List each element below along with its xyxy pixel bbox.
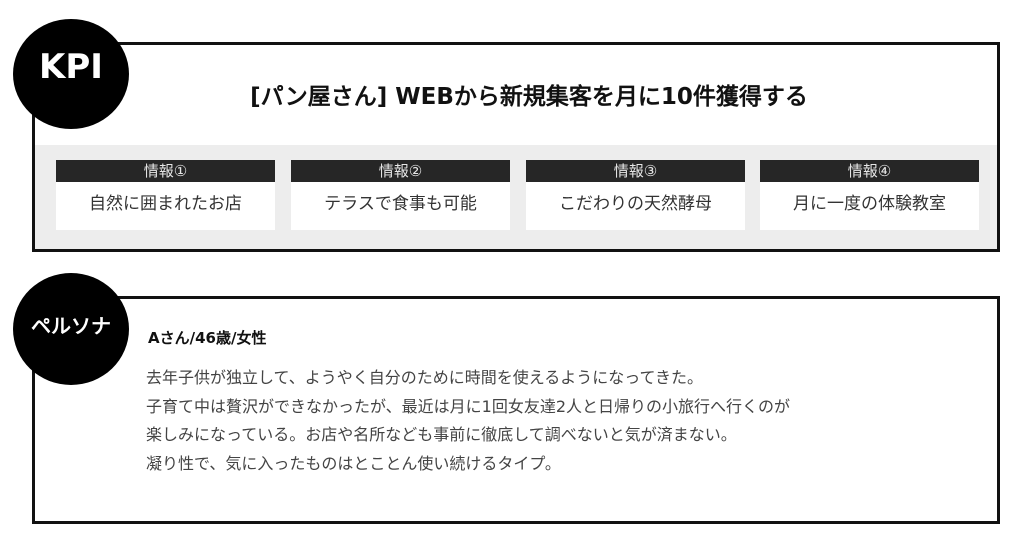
persona-badge: ペルソナ	[13, 273, 129, 385]
info-card-body: こだわりの天然酵母	[559, 194, 712, 214]
kpi-panel: [パン屋さん] WEBから新規集客を月に10件獲得する 情報① 自然に囲まれたお…	[32, 42, 1000, 252]
description-line: 楽しみになっている。お店や名所なども事前に徹底して調べないと気が済まない。	[146, 425, 737, 444]
persona-description: 去年子供が独立して、ようやく自分のために時間を使えるようになってきた。 子育て中…	[146, 364, 790, 478]
info-card-2: 情報② テラスで食事も可能	[291, 160, 510, 230]
kpi-title: [パン屋さん] WEBから新規集客を月に10件獲得する	[250, 84, 808, 110]
info-card-body: 月に一度の体験教室	[793, 194, 946, 214]
description-line: 凝り性で、気に入ったものはとことん使い続けるタイプ。	[146, 453, 561, 473]
info-card-body: 自然に囲まれたお店	[89, 194, 242, 214]
description-line: 子育て中は贅沢ができなかったが、最近は月に1回女友達2人と日帰りの小旅行へ行くの…	[146, 396, 791, 416]
persona-badge-label: ペルソナ	[31, 313, 111, 338]
description-line: 去年子供が独立して、ようやく自分のために時間を使えるようになってきた。	[146, 368, 703, 387]
info-card-header: 情報③	[526, 160, 745, 182]
info-card-header: 情報②	[291, 160, 510, 182]
info-card-3: 情報③ こだわりの天然酵母	[526, 160, 745, 230]
info-card-header: 情報④	[760, 160, 979, 182]
info-card-1: 情報① 自然に囲まれたお店	[56, 160, 275, 230]
kpi-badge: KPI	[13, 19, 129, 129]
info-card-header: 情報①	[56, 160, 275, 182]
kpi-badge-label: KPI	[39, 47, 103, 87]
kpi-info-band: 情報① 自然に囲まれたお店 情報② テラスで食事も可能 情報③ こだわりの天然酵…	[35, 145, 997, 249]
persona-name: Aさん/46歳/女性	[148, 329, 267, 347]
persona-panel: Aさん/46歳/女性 去年子供が独立して、ようやく自分のために時間を使えるように…	[32, 296, 1000, 524]
info-card-body: テラスで食事も可能	[324, 194, 477, 214]
info-card-4: 情報④ 月に一度の体験教室	[760, 160, 979, 230]
